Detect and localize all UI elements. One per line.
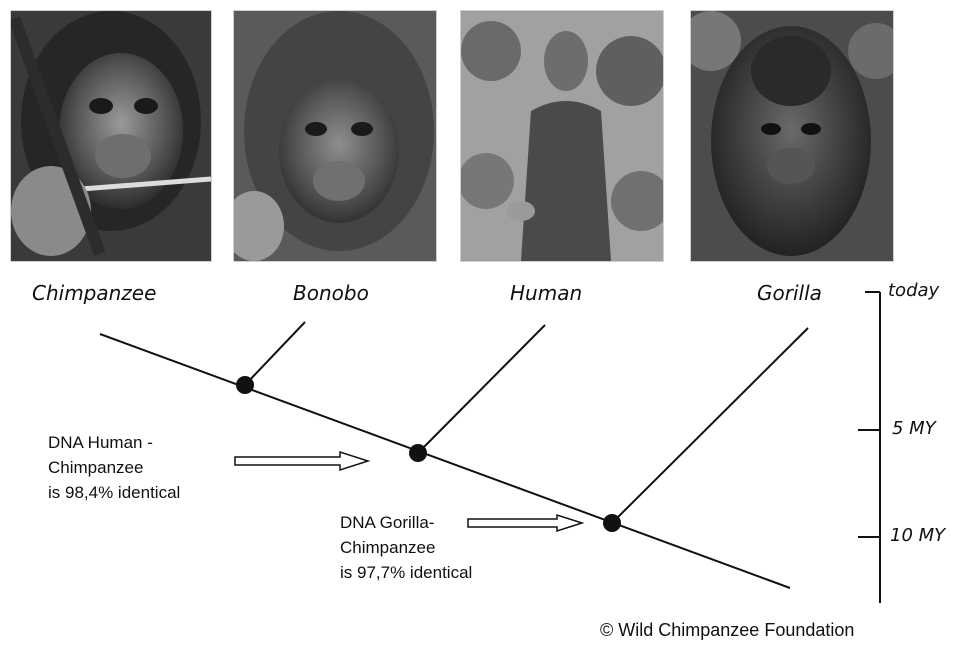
note-line: DNA Human -	[48, 433, 153, 452]
node-human-split	[409, 444, 427, 462]
note-line: is 98,4% identical	[48, 483, 181, 502]
note-line: Chimpanzee	[48, 458, 144, 477]
label-human: Human	[510, 281, 583, 305]
node-gorilla-split	[603, 514, 621, 532]
note-line: Chimpanzee	[340, 538, 436, 557]
note-line: DNA Gorilla-	[340, 513, 435, 532]
note-line: is 97,7% identical	[340, 563, 473, 582]
gorilla-photo	[690, 10, 894, 262]
axis-label-5my: 5 MY	[892, 418, 936, 439]
label-chimpanzee: Chimpanzee	[32, 281, 157, 305]
note-gorilla-chimp: DNA Gorilla- Chimpanzee is 97,7% identic…	[340, 510, 472, 585]
copyright-credit: © Wild Chimpanzee Foundation	[600, 620, 855, 640]
axis-label-today: today	[888, 280, 940, 301]
note-human-chimp: DNA Human - Chimpanzee is 98,4% identica…	[48, 430, 180, 505]
bonobo-photo	[233, 10, 437, 262]
arrow-gorilla-note	[467, 513, 585, 533]
axis-label-10my: 10 MY	[890, 525, 946, 546]
human-photo	[460, 10, 664, 262]
arrow-human-note	[234, 450, 371, 472]
label-gorilla: Gorilla	[757, 281, 822, 305]
node-bonobo-split	[236, 376, 254, 394]
human-branch	[417, 324, 546, 454]
label-bonobo: Bonobo	[293, 281, 369, 305]
chimpanzee-photo	[10, 10, 212, 262]
main-lineage-line	[99, 333, 791, 589]
bonobo-branch	[244, 321, 306, 386]
gorilla-branch	[611, 327, 809, 524]
